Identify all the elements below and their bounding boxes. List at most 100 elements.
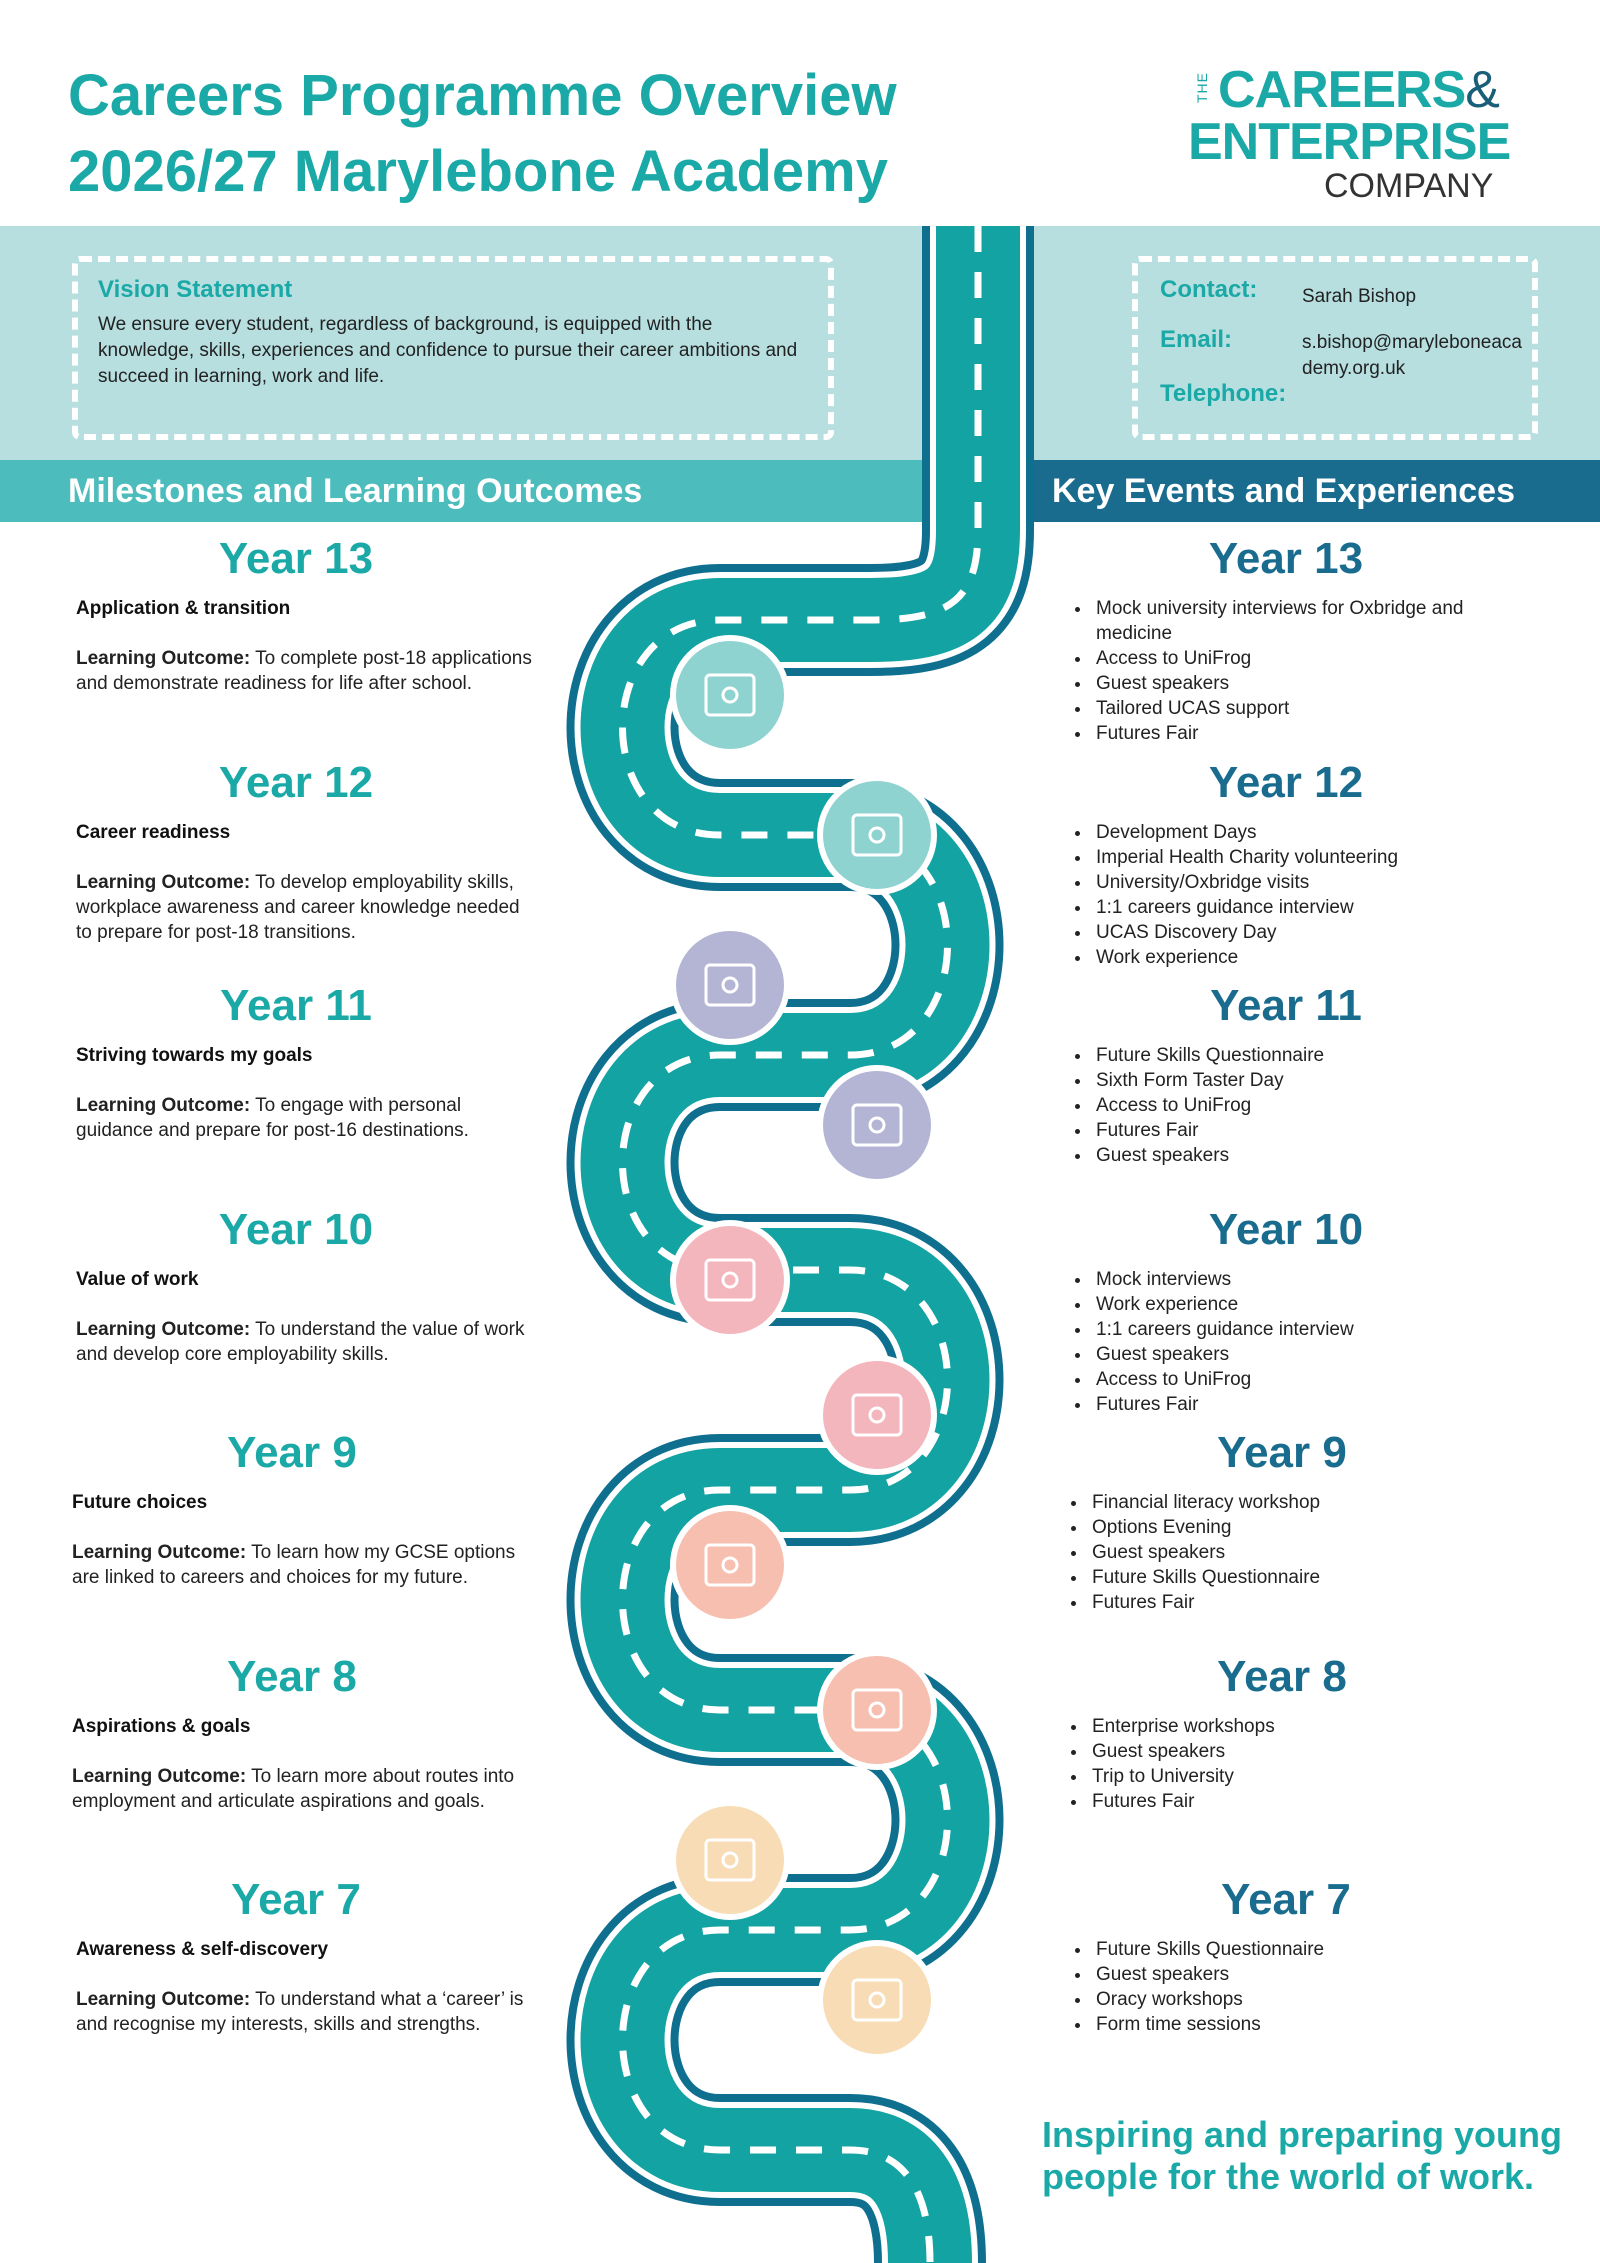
event-item: Access to UniFrog [1092, 646, 1522, 671]
vision-heading: Vision Statement [98, 276, 293, 303]
thumbs-up-icon [817, 1065, 937, 1185]
contact-box: Contact: Sarah Bishop Email: s.bishop@ma… [1132, 256, 1538, 440]
learning-outcome: Learning Outcome: To learn how my GCSE o… [72, 1540, 532, 1590]
careers-enterprise-logo: THE CAREERS& ENTERPRISE COMPANY [1188, 61, 1514, 205]
event-item: Mock university interviews for Oxbridge … [1092, 596, 1522, 646]
learning-outcome: Learning Outcome: To develop employabili… [76, 870, 536, 945]
events-list: Future Skills QuestionnaireGuest speaker… [1066, 1937, 1522, 2037]
event-item: Development Days [1092, 820, 1522, 845]
event-item: 1:1 careers guidance interview [1092, 1317, 1522, 1342]
learning-outcome-text: To complete post-18 applications and dem… [76, 648, 532, 694]
office-building-icon [817, 1355, 937, 1475]
events-list: Mock interviewsWork experience1:1 career… [1066, 1267, 1522, 1417]
telephone-label: Telephone: [1160, 380, 1287, 407]
learning-outcome-label: Learning Outcome: [72, 1542, 247, 1563]
learning-outcome-label: Learning Outcome: [72, 1766, 247, 1787]
logo-line-3: COMPANY [1324, 167, 1494, 205]
event-item: 1:1 careers guidance interview [1092, 895, 1522, 920]
events-section-bar: Key Events and Experiences [1024, 460, 1600, 522]
milestone-year: Year 11 [220, 981, 372, 1030]
learning-outcome-text: To engage with personal guidance and pre… [76, 1095, 469, 1141]
event-item: Future Skills Questionnaire [1092, 1937, 1522, 1962]
events-year: Year 7 [1221, 1875, 1351, 1924]
event-item: Guest speakers [1092, 1962, 1522, 1987]
logo-ampersand: & [1465, 61, 1500, 119]
milestone-title: Value of work [76, 1269, 199, 1290]
learning-outcome: Learning Outcome: To understand what a ‘… [76, 1987, 536, 2037]
milestone-year: Year 8 [227, 1652, 357, 1701]
events-year: Year 9 [1217, 1428, 1347, 1477]
event-item: Access to UniFrog [1092, 1367, 1522, 1392]
learning-outcome-text: To learn more about routes into employme… [72, 1766, 515, 1812]
event-item: Access to UniFrog [1092, 1093, 1522, 1118]
events-list: Enterprise workshopsGuest speakersTrip t… [1062, 1714, 1518, 1814]
events-block: Year 9 Financial literacy workshopOptions… [1062, 1428, 1518, 1615]
group-people-icon [817, 1940, 937, 2060]
event-item: UCAS Discovery Day [1092, 920, 1522, 945]
calendar-icon [670, 1220, 790, 1340]
milestone-year: Year 12 [218, 758, 374, 807]
event-item: Guest speakers [1088, 1739, 1518, 1764]
milestone-title: Striving towards my goals [76, 1045, 313, 1066]
events-block: Year 8Enterprise workshopsGuest speakers… [1062, 1652, 1518, 1814]
events-year: Year 13 [1208, 534, 1364, 583]
map-pins-icon [817, 1650, 937, 1770]
event-item: Enterprise workshops [1088, 1714, 1518, 1739]
milestone-title: Awareness & self-discovery [76, 1939, 329, 1960]
event-item: Work experience [1092, 1292, 1522, 1317]
logo-careers: CAREERS [1218, 61, 1466, 119]
title-line-2: 2026/27 Marylebone Academy [68, 139, 888, 204]
road-layer [566, 226, 1034, 2263]
event-item: Trip to University [1088, 1764, 1518, 1789]
event-item: Imperial Health Charity volunteering [1092, 845, 1522, 870]
event-item: Sixth Form Taster Day [1092, 1068, 1522, 1093]
tagline-line-2: people for the world of work. [1042, 2156, 1535, 2197]
event-item: Financial literacy workshop [1088, 1490, 1518, 1515]
road-center-dashes [619, 226, 982, 2263]
events-block: Year 7 Future Skills QuestionnaireGuest s… [1066, 1875, 1522, 2037]
milestone-year: Year 7 [231, 1875, 361, 1924]
school-building-icon [670, 1505, 790, 1625]
event-item: Guest speakers [1088, 1540, 1518, 1565]
learning-outcome-label: Learning Outcome: [76, 1095, 251, 1116]
event-item: Guest speakers [1092, 1143, 1522, 1168]
email-label: Email: [1160, 326, 1233, 353]
learning-outcome-text: To learn how my GCSE options are linked … [72, 1542, 516, 1588]
page-title: Careers Programme Overview 2026/27 Maryl… [68, 58, 897, 210]
email-value[interactable]: s.bishop@maryleboneacademy.org.uk [1302, 332, 1522, 379]
events-section-title: Key Events and Experiences [1052, 472, 1516, 510]
contact-label: Contact: [1160, 276, 1258, 303]
reception-desk-icon [817, 775, 937, 895]
events-year: Year 12 [1208, 758, 1364, 807]
learning-outcome-text: To understand what a ‘career’ is and rec… [76, 1989, 524, 2035]
event-item: Futures Fair [1092, 1392, 1522, 1417]
events-year: Year 10 [1208, 1205, 1364, 1254]
event-item: Options Evening [1088, 1515, 1518, 1540]
learning-outcome-text: To understand the value of work and deve… [76, 1319, 525, 1365]
contact-name: Sarah Bishop [1302, 286, 1417, 307]
vision-statement-box: Vision Statement We ensure every student… [72, 256, 834, 440]
event-item: Future Skills Questionnaire [1088, 1565, 1518, 1590]
title-line-1: Careers Programme Overview [68, 63, 897, 128]
event-item: Futures Fair [1092, 721, 1522, 746]
milestone-year: Year 13 [218, 534, 374, 583]
events-list: Future Skills QuestionnaireSixth Form Ta… [1066, 1043, 1522, 1168]
event-item: Guest speakers [1092, 1342, 1522, 1367]
presentation-board-icon [670, 635, 790, 755]
event-item: Work experience [1092, 945, 1522, 970]
logo-line-1: CAREERS& [1218, 61, 1500, 119]
milestone-year: Year 9 [227, 1428, 357, 1477]
event-item: Future Skills Questionnaire [1092, 1043, 1522, 1068]
learning-outcome: Learning Outcome: To complete post-18 ap… [76, 646, 536, 696]
event-item: Futures Fair [1088, 1590, 1518, 1615]
events-block: Year 13 Mock university interviews for Ox… [1066, 534, 1522, 746]
lightbulb-icon [670, 1800, 790, 1920]
tagline-line-1: Inspiring and preparing young [1042, 2114, 1563, 2155]
vision-text: We ensure every student, regardless of b… [98, 314, 798, 387]
